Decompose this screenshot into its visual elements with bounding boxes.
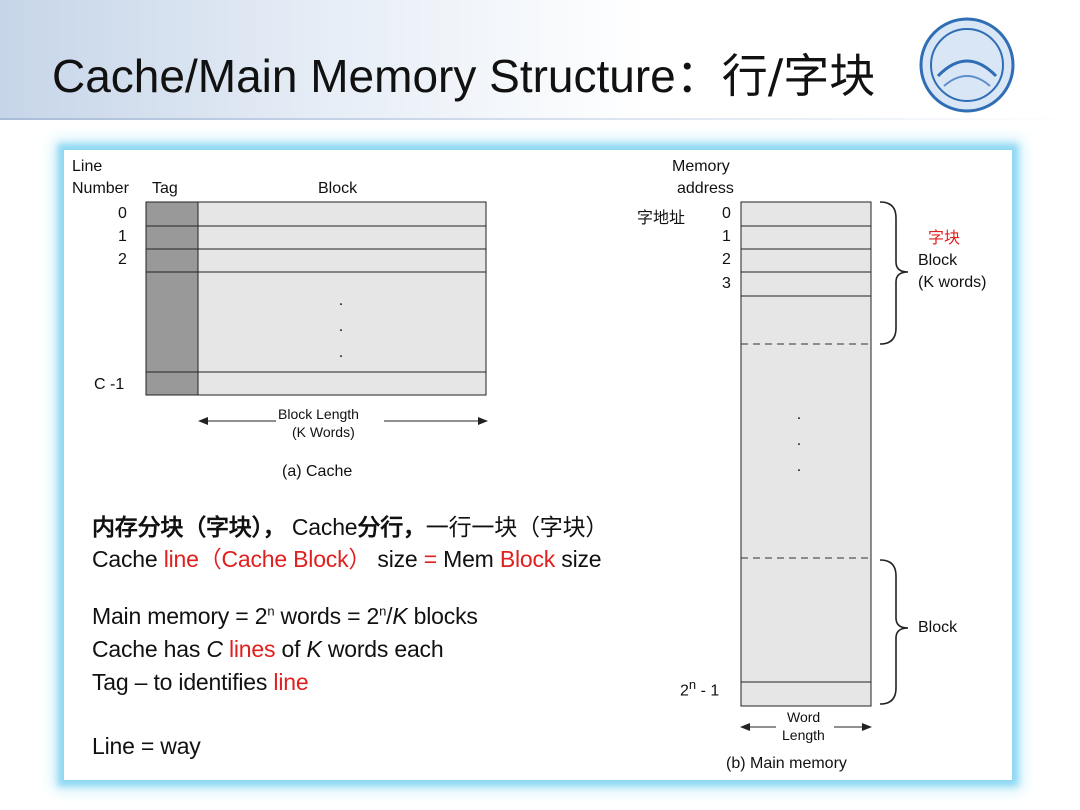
cache-tag-column (145, 201, 199, 396)
word-address-label: 字地址 (637, 208, 686, 227)
memory-column (740, 201, 872, 707)
cache-line-label: 2 (118, 251, 127, 268)
word-length-label: Word (787, 709, 821, 725)
word-length-label: Length (782, 727, 825, 743)
cache-line-label: C -1 (94, 376, 125, 393)
note-line-1: 内存分块（字块）， Cache分行，一行一块（字块） (92, 514, 609, 541)
cache-block-area (197, 201, 487, 396)
arrow-head-right (478, 417, 488, 425)
cache-line-label: 1 (118, 228, 127, 245)
block-label: Block (918, 252, 958, 269)
line-number-header: Line (72, 158, 103, 175)
block-length-label: (K Words) (292, 424, 355, 440)
university-logo (919, 17, 1015, 113)
memory-address-label: 0 (722, 205, 731, 222)
note-line-4: Cache has C lines of K words each (92, 636, 444, 662)
block-label-cn: 字块 (928, 228, 961, 247)
memory-address-label: 3 (722, 275, 731, 292)
memory-header: Memory (672, 158, 730, 175)
memory-header: address (677, 180, 734, 197)
block-label: (K words) (918, 274, 987, 291)
slide-title-text: Cache/Main Memory Structure： (52, 50, 722, 102)
arrow-head-right (862, 723, 872, 731)
memory-address-label: 2 (722, 251, 731, 268)
memory-address-label: 1 (722, 228, 731, 245)
arrow-head-left (198, 417, 208, 425)
title-rule (0, 118, 1080, 120)
block-header: Block (318, 180, 358, 197)
last-address-label: 2n - 1 (680, 677, 720, 700)
slide-title: Cache/Main Memory Structure：行/字块 (52, 40, 875, 106)
ellipsis-dots: ... (796, 406, 802, 475)
note-line-2: Cache line（Cache Block） size = Mem Block… (92, 546, 602, 572)
note-line-3: Main memory = 2n words = 2n/K blocks (92, 603, 478, 629)
note-line-5: Tag – to identifies line (92, 669, 309, 695)
line-number-header: Number (72, 180, 129, 197)
memory-caption: (b) Main memory (726, 755, 847, 772)
block-length-label: Block Length (278, 406, 359, 422)
ellipsis-dots: ... (338, 292, 344, 361)
cache-line-label: 0 (118, 205, 127, 222)
brace-bottom (879, 559, 909, 705)
tag-header: Tag (152, 180, 178, 197)
title-band (0, 0, 1080, 120)
slide-title-cjk: 行/字块 (721, 49, 876, 103)
brace-top (879, 201, 909, 345)
note-line-6: Line = way (92, 733, 201, 759)
block-label-bottom: Block (918, 619, 958, 636)
cache-caption: (a) Cache (282, 463, 353, 480)
arrow-head-left (740, 723, 750, 731)
